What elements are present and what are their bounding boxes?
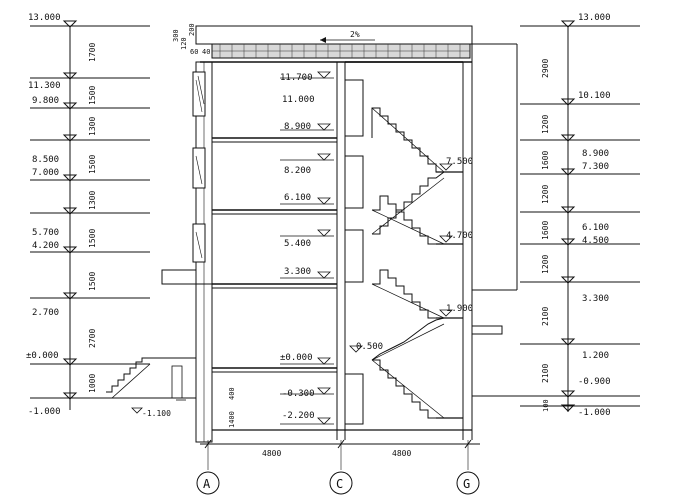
inner-elevation-labels: 11.700 11.000 8.900 8.200 6.100 5.400 3.… <box>280 71 334 425</box>
top-dim-120: 120 <box>180 37 188 50</box>
inner-elev-11700: 11.700 <box>280 73 313 83</box>
left-elev-7000: 7.000 <box>32 168 59 178</box>
top-dim-60: 60 <box>190 48 198 56</box>
landing-elev-7500: 7.500 <box>446 157 473 167</box>
landing-elev-0500: 0.500 <box>356 342 383 352</box>
right-elev-3300: 3.300 <box>582 294 609 304</box>
base-dim-1400: 1400 <box>228 411 236 428</box>
left-elev-9800: 9.800 <box>32 96 59 106</box>
left-elev-13000: 13.000 <box>28 13 61 23</box>
right-dim-2900: 2900 <box>541 59 550 78</box>
left-elev-minus1000: -1.000 <box>28 407 61 417</box>
right-elev-minus0900: -0.900 <box>578 377 611 387</box>
building-section: 2% <box>100 25 560 470</box>
axis-bubble-c <box>329 471 353 495</box>
roof-slope-label: 2% <box>350 30 360 39</box>
left-dim-1300b: 1300 <box>88 191 97 210</box>
right-dim-1600b: 1600 <box>541 221 550 240</box>
axis-label-c: C <box>336 477 343 491</box>
left-dim-1500d: 1500 <box>88 272 97 291</box>
inner-elev-minus2200: -2.200 <box>282 411 315 421</box>
ground-label: -1.100 <box>142 409 171 418</box>
right-elev-4500: 4.500 <box>582 236 609 246</box>
basement-dims: 1400 400 -1.100 <box>131 387 236 428</box>
left-elev-8500: 8.500 <box>32 155 59 165</box>
left-dim-1300a: 1300 <box>88 117 97 136</box>
left-dim-1700: 1700 <box>88 43 97 62</box>
left-elev-2700: 2.700 <box>32 308 59 318</box>
inner-elev-11000: 11.000 <box>282 95 315 105</box>
right-dim-1200a: 1200 <box>541 115 550 134</box>
top-dim-200: 200 <box>188 23 196 36</box>
right-elev-minus1000: -1.000 <box>578 408 611 418</box>
span-dim-2: 4800 <box>392 449 411 458</box>
left-dim-1500b: 1500 <box>88 155 97 174</box>
top-dim-40: 40 <box>202 48 210 56</box>
inner-elev-3300: 3.300 <box>284 267 311 277</box>
left-elevation-scale: 13.000 11.300 9.800 8.500 7.000 5.700 4.… <box>26 13 150 417</box>
right-elev-1200: 1.200 <box>582 351 609 361</box>
axis-label-g: G <box>463 477 470 491</box>
axis-bubbles: A C G <box>196 471 480 495</box>
span-dim-1: 4800 <box>262 449 281 458</box>
landing-elev-4700: 4.700 <box>446 231 473 241</box>
right-dim-1600a: 1600 <box>541 151 550 170</box>
left-dim-1500c: 1500 <box>88 229 97 248</box>
right-elev-13000: 13.000 <box>578 13 611 23</box>
right-elevation-scale: 13.000 10.100 8.900 7.300 6.100 4.500 3.… <box>520 13 640 418</box>
right-elev-7300: 7.300 <box>582 162 609 172</box>
landing-elev-1900: 1.900 <box>446 304 473 314</box>
axis-label-a: A <box>203 477 211 491</box>
inner-elev-minus0300: -0.300 <box>282 389 315 399</box>
inner-elev-8900: 8.900 <box>284 122 311 132</box>
left-elev-11300: 11.300 <box>28 81 61 91</box>
inner-elev-6100: 6.100 <box>284 193 311 203</box>
right-dim-2100b: 2100 <box>541 364 550 383</box>
left-dim-1500a: 1500 <box>88 86 97 105</box>
right-dim-2100a: 2100 <box>541 307 550 326</box>
right-elev-10100: 10.100 <box>578 91 611 101</box>
left-dim-1000: 1000 <box>88 374 97 393</box>
right-dim-1200c: 1200 <box>541 255 550 274</box>
landing-elevation-labels: 7.500 4.700 1.900 0.500 <box>349 157 473 353</box>
axis-bubble-a <box>196 471 220 495</box>
right-dim-1200b: 1200 <box>541 185 550 204</box>
left-elev-5700: 5.700 <box>32 228 59 238</box>
inner-elev-0000: ±0.000 <box>280 353 313 363</box>
left-dim-2700: 2700 <box>88 329 97 348</box>
right-elev-6100: 6.100 <box>582 223 609 233</box>
left-elev-4200: 4.200 <box>32 241 59 251</box>
axis-bubble-g <box>456 471 480 495</box>
top-dim-300: 300 <box>172 29 180 42</box>
inner-elev-8200: 8.200 <box>284 166 311 176</box>
inner-elev-5400: 5.400 <box>284 239 311 249</box>
right-dim-100: 100 <box>542 399 550 412</box>
left-elev-0000: ±0.000 <box>26 351 59 361</box>
top-dimension-stack: 300 120 200 60 40 <box>172 23 210 56</box>
right-elev-8900: 8.900 <box>582 149 609 159</box>
base-dim-400: 400 <box>228 387 236 400</box>
